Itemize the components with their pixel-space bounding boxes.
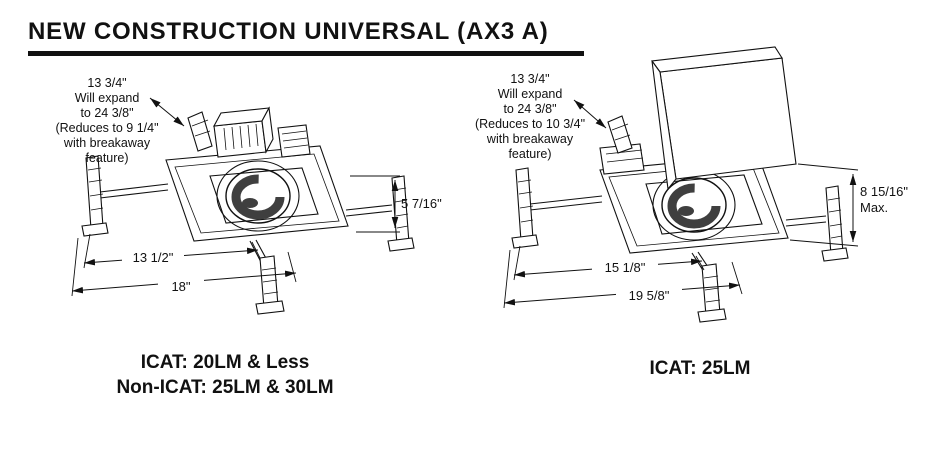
right-height-dimension: 8 15/16" Max. (860, 184, 908, 216)
right-fixture-enclosure (651, 46, 797, 191)
right-width-dimension-inner: 15 1/8" (592, 260, 658, 275)
right-caption: ICAT: 25LM (649, 358, 751, 379)
right-width-dimension-outer: 19 5/8" (616, 288, 682, 303)
page-title: NEW CONSTRUCTION UNIVERSAL (AX3 A) (28, 18, 549, 45)
right-height-dimension-value: 8 15/16" (860, 184, 908, 199)
left-fixture-hanger-bars (81, 155, 415, 252)
right-baffle-swirl (667, 183, 721, 229)
left-expand-note: 13 3/4" Will expand to 24 3/8" (Reduces … (55, 76, 159, 165)
left-fixture-junction-box (187, 106, 311, 158)
left-caption-line2: Non-ICAT: 25LM & 30LM (116, 377, 334, 398)
right-fixture-pan (599, 154, 789, 254)
left-caption: ICAT: 20LM & Less Non-ICAT: 25LM & 30LM (60, 350, 390, 400)
left-height-dimension: 5 7/16" (401, 196, 442, 211)
right-fixture-gear-box (599, 115, 645, 175)
left-width-dimension-inner: 13 1/2" (122, 250, 184, 265)
left-fixture-drawing (71, 97, 415, 315)
right-expand-note: 13 3/4" Will expand to 24 3/8" (Reduces … (474, 72, 586, 161)
left-caption-line1: ICAT: 20LM & Less (140, 352, 310, 373)
right-fixture-drawing (503, 46, 859, 323)
right-height-dimension-suffix: Max. (860, 200, 889, 215)
left-baffle-swirl (231, 174, 285, 220)
title-underline (28, 51, 584, 56)
left-width-dimension-outer: 18" (158, 279, 204, 294)
left-fixture-pan (165, 145, 349, 242)
right-fixture-hanger-bars (511, 167, 849, 262)
left-fixture-front-bracket (249, 239, 285, 315)
